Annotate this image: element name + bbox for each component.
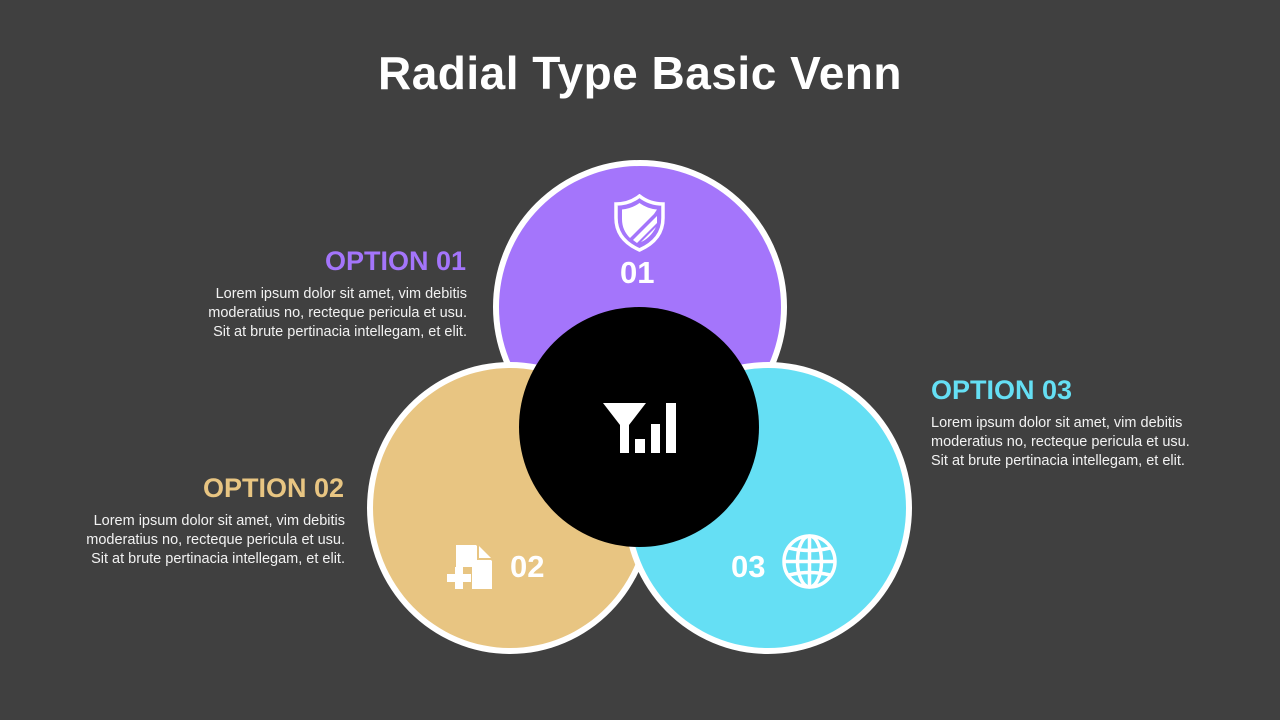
option-03-line-1: Lorem ipsum dolor sit amet, vim debitis bbox=[931, 415, 1183, 431]
option-01-line-3: Sit at brute pertinacia intellegam, et e… bbox=[213, 324, 467, 340]
add-document-icon bbox=[446, 545, 492, 591]
option-02-description: Lorem ipsum dolor sit amet, vim debitis … bbox=[24, 512, 345, 569]
option-03-line-3: Sit at brute pertinacia intellegam, et e… bbox=[931, 453, 1185, 469]
circle-number-01: 01 bbox=[620, 255, 655, 290]
option-01-line-1: Lorem ipsum dolor sit amet, vim debitis bbox=[215, 286, 467, 302]
option-03-description: Lorem ipsum dolor sit amet, vim debitis … bbox=[931, 414, 1261, 471]
option-01-description: Lorem ipsum dolor sit amet, vim debitis … bbox=[146, 285, 467, 342]
circle-number-03: 03 bbox=[731, 549, 766, 584]
shield-icon bbox=[614, 194, 665, 252]
option-02-title: OPTION 02 bbox=[202, 473, 344, 503]
option-02-line-2: moderatius no, recteque pericula et usu. bbox=[86, 532, 345, 548]
option-02-line-1: Lorem ipsum dolor sit amet, vim debitis bbox=[93, 513, 345, 529]
option-03-line-2: moderatius no, recteque pericula et usu. bbox=[931, 434, 1190, 450]
option-01-line-2: moderatius no, recteque pericula et usu. bbox=[208, 305, 467, 321]
filter-chart-icon bbox=[603, 403, 676, 453]
circle-number-02: 02 bbox=[510, 549, 545, 584]
option-03-title: OPTION 03 bbox=[931, 375, 1073, 405]
globe-icon bbox=[782, 534, 837, 589]
option-01-title: OPTION 01 bbox=[324, 246, 466, 276]
option-02-line-3: Sit at brute pertinacia intellegam, et e… bbox=[91, 551, 345, 567]
page-title: Radial Type Basic Venn bbox=[377, 47, 902, 99]
venn-center-circle bbox=[519, 307, 759, 547]
